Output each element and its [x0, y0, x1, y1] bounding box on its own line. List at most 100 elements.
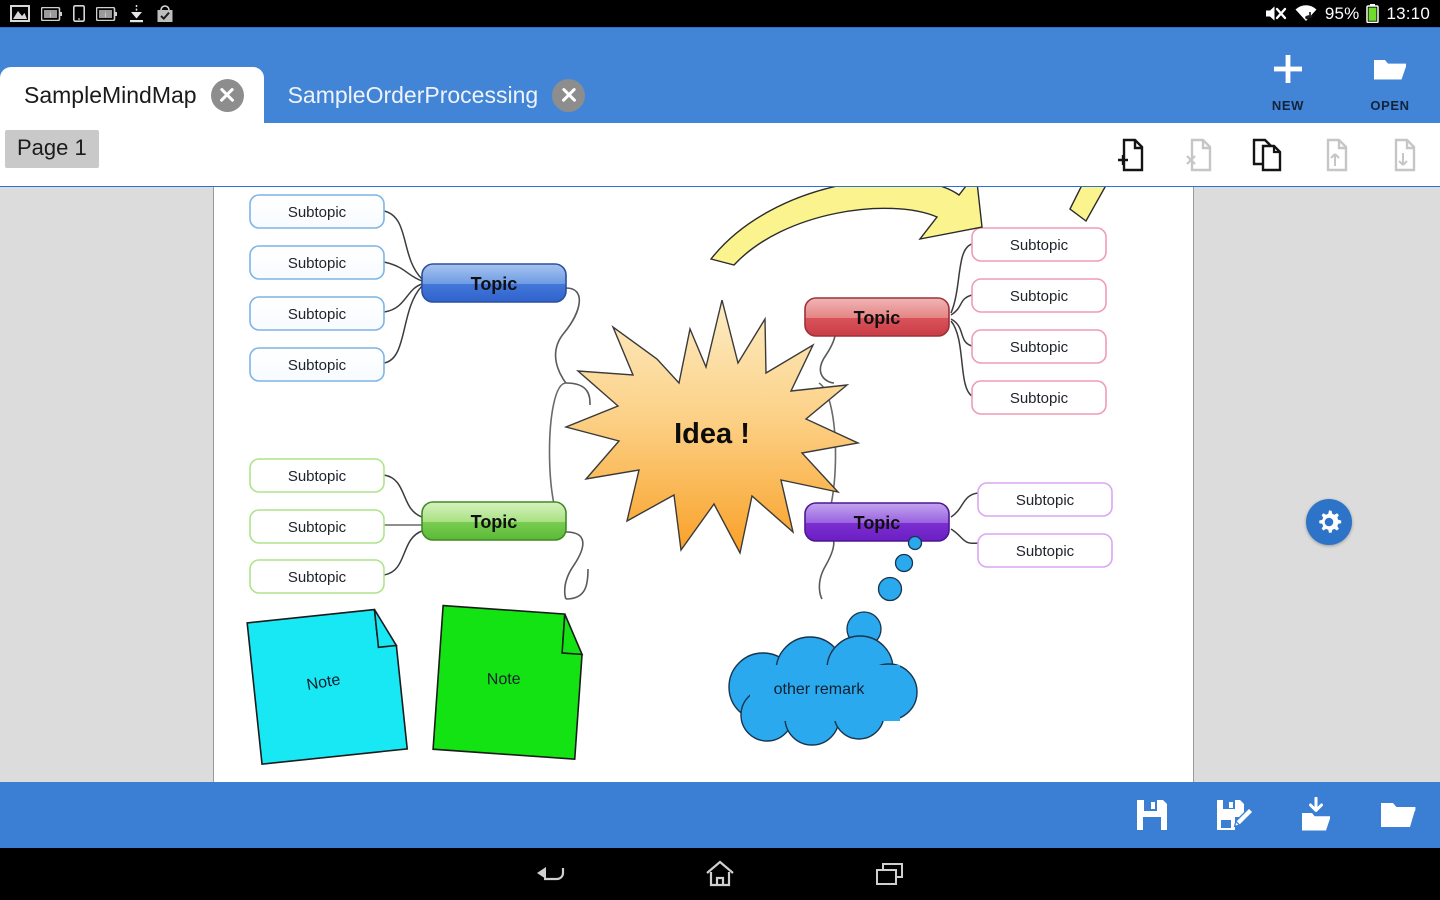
topic-node[interactable]: [421, 263, 567, 303]
topic-label: Topic: [471, 512, 518, 532]
import-button[interactable]: [1294, 793, 1338, 837]
tab-sample-order-processing[interactable]: SampleOrderProcessing: [264, 67, 606, 123]
subtopic-nodes: Subtopic Subtopic Subtopic: [249, 458, 385, 594]
subtopic-label: Subtopic: [288, 569, 347, 586]
subtopic-nodes: Subtopic Subtopic Subtopic Subtopic: [249, 194, 385, 382]
open-folder-icon: [1381, 803, 1416, 827]
home-icon: [706, 860, 734, 887]
subtopic-connectors: [950, 492, 979, 545]
starburst-shape: [563, 299, 861, 556]
add-page-icon[interactable]: [1112, 134, 1152, 176]
branch-top-left[interactable]: Subtopic Subtopic Subtopic Subtopic Topi…: [249, 194, 567, 382]
move-page-down-icon[interactable]: [1384, 134, 1424, 176]
subtopic-connectors: [950, 243, 973, 397]
note-label: Note: [487, 671, 521, 689]
subtopic-connectors: [383, 210, 423, 364]
branch-bottom-left[interactable]: Subtopic Subtopic Subtopic Topic: [249, 458, 567, 594]
note-label: Note: [305, 671, 341, 694]
image-icon: [10, 5, 30, 22]
checked-bag-icon: [157, 4, 173, 22]
save-as-icon: [1217, 800, 1253, 830]
close-icon[interactable]: [552, 78, 586, 112]
mindmap-drawing: Subtopic Subtopic Subtopic Subtopic Topi…: [246, 187, 1114, 766]
center-label: Idea !: [674, 418, 750, 450]
subtopic-label: Subtopic: [1016, 492, 1075, 509]
subtopic-label: Subtopic: [288, 357, 347, 374]
page-tab-page-1[interactable]: Page 1: [5, 130, 99, 168]
subtopic-nodes: Subtopic Subtopic: [977, 482, 1113, 568]
copy-page-icon[interactable]: [1248, 134, 1288, 176]
subtopic-label: Subtopic: [1010, 390, 1069, 407]
open-button[interactable]: OPEN: [1354, 52, 1426, 113]
subtopic-connectors: [383, 474, 423, 576]
new-button[interactable]: NEW: [1252, 52, 1324, 113]
header-actions: NEW OPEN: [1252, 52, 1426, 113]
center-idea-node[interactable]: Idea !: [563, 299, 861, 556]
open-folder-button[interactable]: [1376, 793, 1420, 837]
topic-label: Topic: [854, 308, 901, 328]
curved-arrow[interactable]: [709, 187, 983, 266]
recents-button[interactable]: [855, 854, 925, 894]
topic-node[interactable]: [804, 297, 950, 337]
subtopic-label: Subtopic: [288, 204, 347, 221]
save-button[interactable]: [1130, 793, 1174, 837]
page-toolbar: Page 1: [0, 123, 1440, 187]
download-icon: [130, 4, 143, 22]
import-icon: [1302, 797, 1330, 831]
mute-icon: [1265, 6, 1287, 21]
android-nav-bar: [0, 848, 1440, 900]
settings-fab[interactable]: [1306, 499, 1352, 545]
battery-icon: [1366, 4, 1380, 23]
mindmap-page[interactable]: Subtopic Subtopic Subtopic Subtopic Topi…: [213, 187, 1194, 782]
clock: 13:10: [1386, 3, 1430, 23]
bubble-dot: [907, 535, 923, 551]
branch-top-right[interactable]: Subtopic Subtopic Subtopic Subtopic Topi…: [804, 227, 1107, 415]
bottom-toolbar: [0, 782, 1440, 848]
delete-page-icon[interactable]: [1180, 134, 1220, 176]
topic-node[interactable]: [421, 501, 567, 541]
battery-info-2-icon: i: [96, 6, 117, 21]
close-icon[interactable]: [210, 78, 244, 112]
plus-icon: [1252, 52, 1324, 86]
branch-bottom-right[interactable]: Subtopic Subtopic Topic: [804, 482, 1113, 568]
save-icon: [1137, 800, 1167, 830]
status-bar-notifications: i i: [0, 4, 174, 23]
app-header: SampleMindMap SampleOrderProcessing NEW: [0, 28, 1440, 123]
new-button-label: NEW: [1271, 98, 1305, 113]
save-as-button[interactable]: [1212, 793, 1256, 837]
svg-text:i: i: [50, 12, 52, 19]
tab-label: SampleMindMap: [24, 81, 197, 108]
subtopic-label: Subtopic: [288, 306, 347, 323]
thought-bubble[interactable]: other remark: [728, 535, 923, 746]
arrow-tip[interactable]: [1069, 187, 1114, 223]
wifi-icon: [1295, 5, 1317, 21]
note-green[interactable]: Note: [432, 604, 585, 760]
document-tabs: SampleMindMap SampleOrderProcessing: [0, 67, 605, 123]
subtopic-label: Subtopic: [288, 519, 347, 536]
tab-sample-mind-map[interactable]: SampleMindMap: [0, 67, 264, 123]
bubble-dot: [894, 553, 914, 573]
tab-label: SampleOrderProcessing: [287, 81, 539, 108]
bottom-tool-group: [1130, 793, 1420, 837]
svg-text:i: i: [105, 12, 107, 19]
page-tool-group: [1112, 134, 1424, 176]
subtopic-label: Subtopic: [1010, 237, 1069, 254]
back-button[interactable]: [515, 854, 585, 894]
topic-label: Topic: [854, 513, 901, 533]
subtopic-label: Subtopic: [1016, 543, 1075, 560]
subtopic-nodes: Subtopic Subtopic Subtopic Subtopic: [971, 227, 1107, 415]
subtopic-label: Subtopic: [1010, 339, 1069, 356]
home-button[interactable]: [685, 854, 755, 894]
move-page-up-icon[interactable]: [1316, 134, 1356, 176]
tablet-icon: [73, 5, 85, 22]
subtopic-label: Subtopic: [288, 255, 347, 272]
topic-node[interactable]: [804, 502, 950, 542]
battery-percent: 95%: [1324, 3, 1360, 23]
battery-info-icon: i: [41, 6, 62, 21]
note-cyan[interactable]: Note: [246, 608, 409, 766]
android-status-bar: i i: [0, 0, 1440, 28]
canvas-work-area[interactable]: Subtopic Subtopic Subtopic Subtopic Topi…: [0, 187, 1440, 782]
subtopic-label: Subtopic: [288, 468, 347, 485]
subtopic-label: Subtopic: [1010, 288, 1069, 305]
